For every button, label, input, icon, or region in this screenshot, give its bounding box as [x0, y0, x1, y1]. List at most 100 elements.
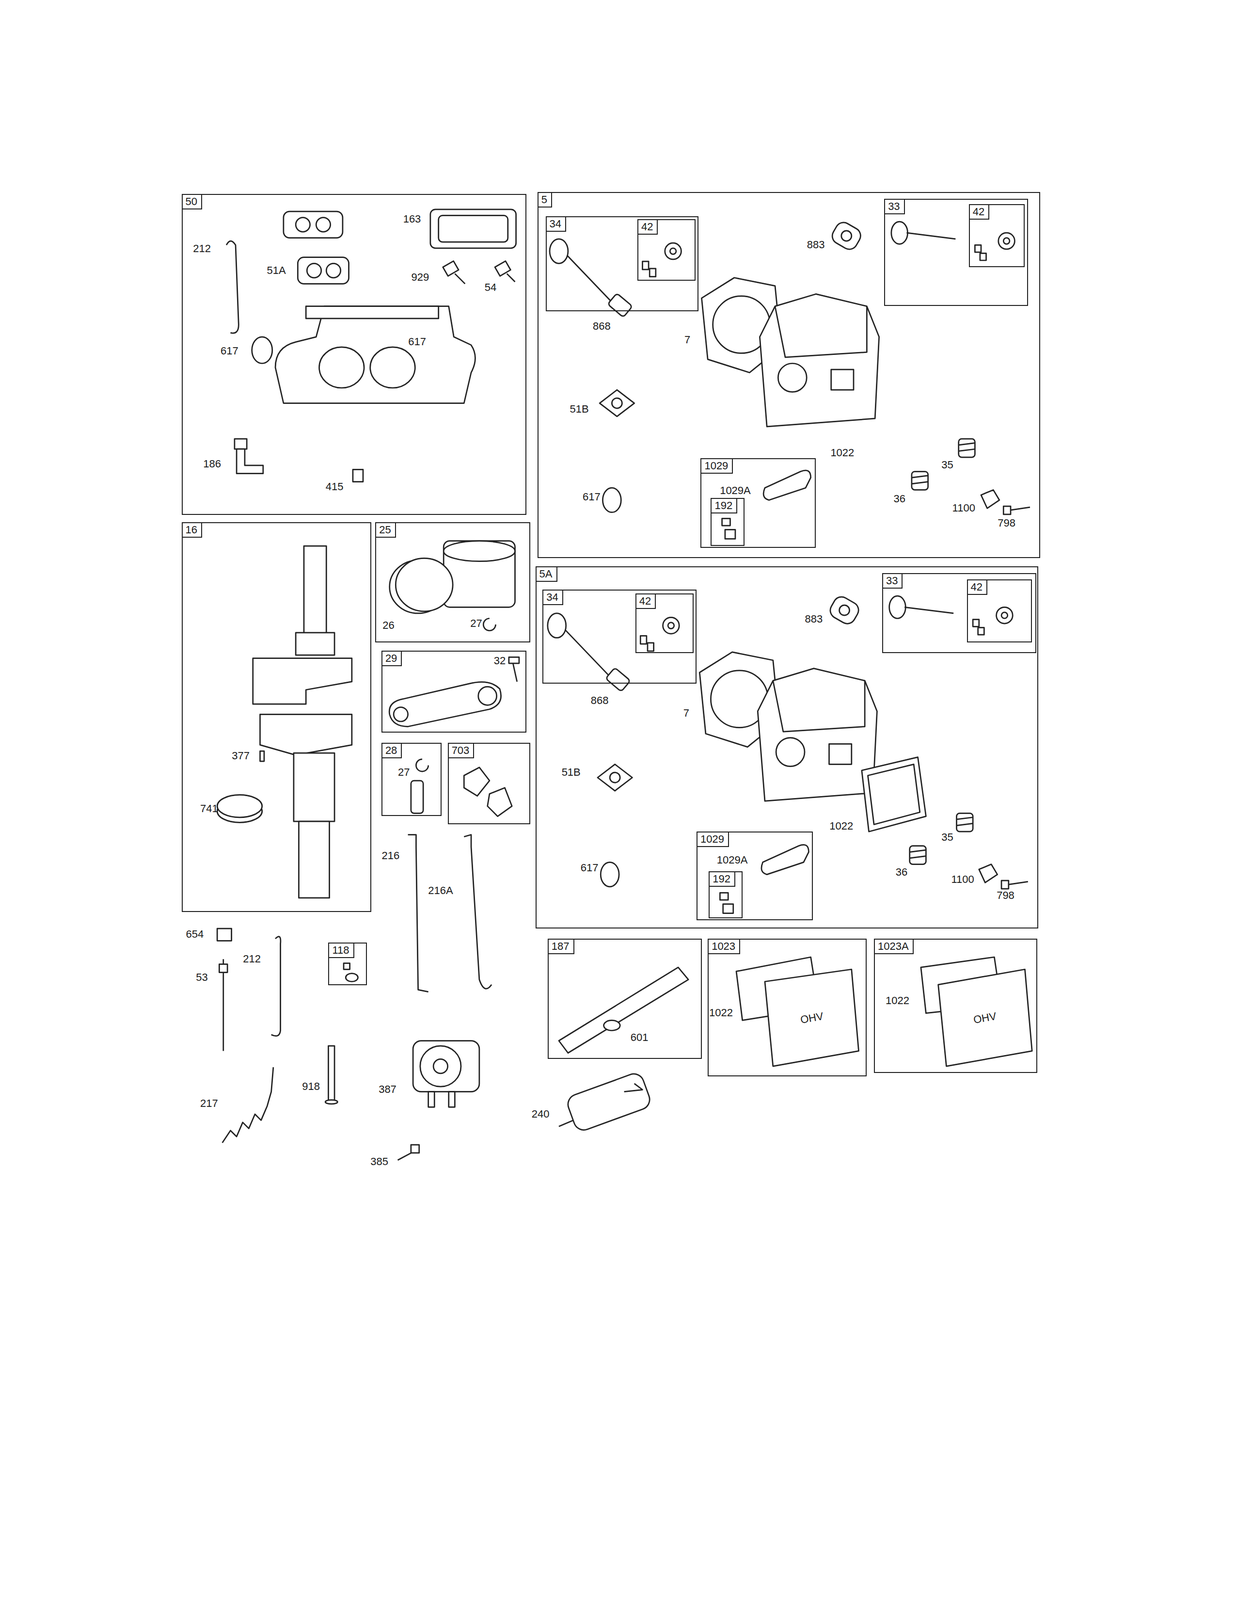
part-group-box: 1029 192 — [700, 458, 816, 548]
callout-number: 216A — [427, 884, 453, 897]
group-number: 5A — [539, 567, 553, 581]
part-group-box: 33 42 — [882, 572, 1037, 653]
group-number: 187 — [551, 939, 570, 953]
group-tab: 5 — [538, 192, 553, 208]
callout-number: OHV — [799, 1010, 824, 1026]
callout-number: 1029A — [716, 854, 748, 866]
callout-number: 617 — [580, 861, 599, 874]
callout-number: 36 — [893, 492, 905, 505]
group-tab: 33 — [885, 199, 905, 215]
group-number: 42 — [970, 580, 983, 594]
group-number: 703 — [451, 744, 470, 757]
part-group-box: 42 — [966, 579, 1033, 643]
group-number: 29 — [385, 651, 397, 665]
callout-number: 212 — [242, 952, 261, 965]
callout-number: 26 — [382, 619, 395, 632]
group-number: 34 — [546, 590, 558, 604]
callout-number: 1022 — [885, 994, 910, 1007]
part-group-box: 28 — [381, 742, 442, 816]
group-tab: 42 — [638, 220, 658, 235]
callout-number: 212 — [192, 242, 211, 255]
part-group-box: 50 — [181, 193, 527, 516]
group-number: 25 — [379, 523, 391, 537]
group-tab: 28 — [382, 743, 402, 759]
part-group-box: 16 — [181, 522, 372, 912]
group-tab: 50 — [182, 194, 203, 210]
group-number: 42 — [641, 220, 653, 234]
callout-number: 654 — [185, 928, 204, 940]
group-tab: 34 — [543, 590, 563, 605]
callout-number: 240 — [531, 1108, 550, 1120]
callout-number: 387 — [378, 1083, 397, 1095]
callout-number: 868 — [590, 694, 609, 707]
part-group-box: 29 — [381, 650, 527, 732]
callout-number: 918 — [301, 1080, 320, 1093]
callout-number: 27 — [397, 766, 410, 778]
callout-number: 51B — [569, 403, 589, 415]
callout-number: 798 — [996, 889, 1015, 902]
group-number: 42 — [639, 594, 651, 608]
group-number: 1029 — [700, 832, 725, 846]
callout-number: 163 — [403, 213, 422, 225]
group-number: 1029 — [704, 459, 729, 473]
group-number: 50 — [185, 195, 198, 208]
group-tab: 1029 — [701, 459, 733, 474]
callout-number: 415 — [325, 480, 344, 493]
group-number: 33 — [886, 574, 898, 587]
part-group-box: 192 — [710, 497, 745, 546]
group-tab: 42 — [636, 594, 656, 609]
group-number: 34 — [549, 217, 562, 231]
callout-number: 54 — [484, 281, 497, 294]
group-number: 1023 — [711, 939, 736, 953]
callout-number: 1022 — [829, 820, 854, 832]
callout-number: OHV — [972, 1010, 998, 1026]
part-group-box: 5A 34 42 33 42 1029 192 — [535, 566, 1039, 929]
group-number: 192 — [712, 872, 731, 886]
callout-number: 883 — [807, 238, 825, 251]
part-group-box: 42 — [968, 204, 1026, 268]
part-group-box: 1029 192 — [696, 831, 813, 920]
group-number: 5 — [541, 193, 548, 206]
group-number: 42 — [972, 205, 985, 219]
part-group-box: 1023A — [873, 938, 1038, 1074]
part-group-box: 192 — [708, 871, 743, 919]
callout-number: 217 — [200, 1097, 219, 1110]
group-number: 118 — [332, 943, 349, 957]
callout-number: 1022 — [709, 1006, 733, 1019]
callout-number: 741 — [200, 802, 219, 815]
callout-number: 7 — [683, 707, 690, 719]
group-tab: 42 — [969, 205, 990, 220]
group-tab: 25 — [376, 522, 396, 538]
callout-number: 617 — [582, 491, 601, 503]
group-number: 28 — [385, 744, 397, 757]
group-tab: 192 — [711, 498, 738, 514]
callout-number: 35 — [941, 831, 953, 843]
callout-number: 32 — [493, 654, 506, 667]
callout-number: 868 — [592, 320, 611, 333]
group-tab: 34 — [546, 217, 567, 232]
group-tab: 5A — [536, 567, 558, 582]
group-number: 192 — [714, 499, 733, 512]
group-tab: 33 — [883, 573, 903, 589]
group-number: 33 — [887, 200, 900, 213]
part-group-box: 1023 — [707, 938, 867, 1077]
callout-number: 27 — [470, 617, 482, 630]
part-group-box: 703 — [447, 742, 531, 824]
group-tab: 1023A — [874, 939, 914, 954]
callout-number: 1022 — [830, 446, 855, 459]
callout-number: 385 — [370, 1155, 389, 1168]
callout-number: 35 — [941, 459, 953, 471]
callout-number: 617 — [408, 335, 427, 348]
group-number: 1023A — [877, 939, 909, 953]
part-group-box: 34 42 — [545, 216, 699, 312]
callout-number: 1100 — [952, 502, 976, 514]
group-tab: 118 — [329, 943, 354, 958]
group-tab: 42 — [967, 580, 988, 595]
callout-number: 51A — [267, 264, 286, 277]
callout-number: 1100 — [950, 873, 974, 886]
group-number: 16 — [185, 523, 198, 537]
callout-number: 798 — [997, 517, 1016, 529]
group-tab: 1023 — [708, 939, 741, 954]
callout-number: 53 — [195, 971, 208, 983]
